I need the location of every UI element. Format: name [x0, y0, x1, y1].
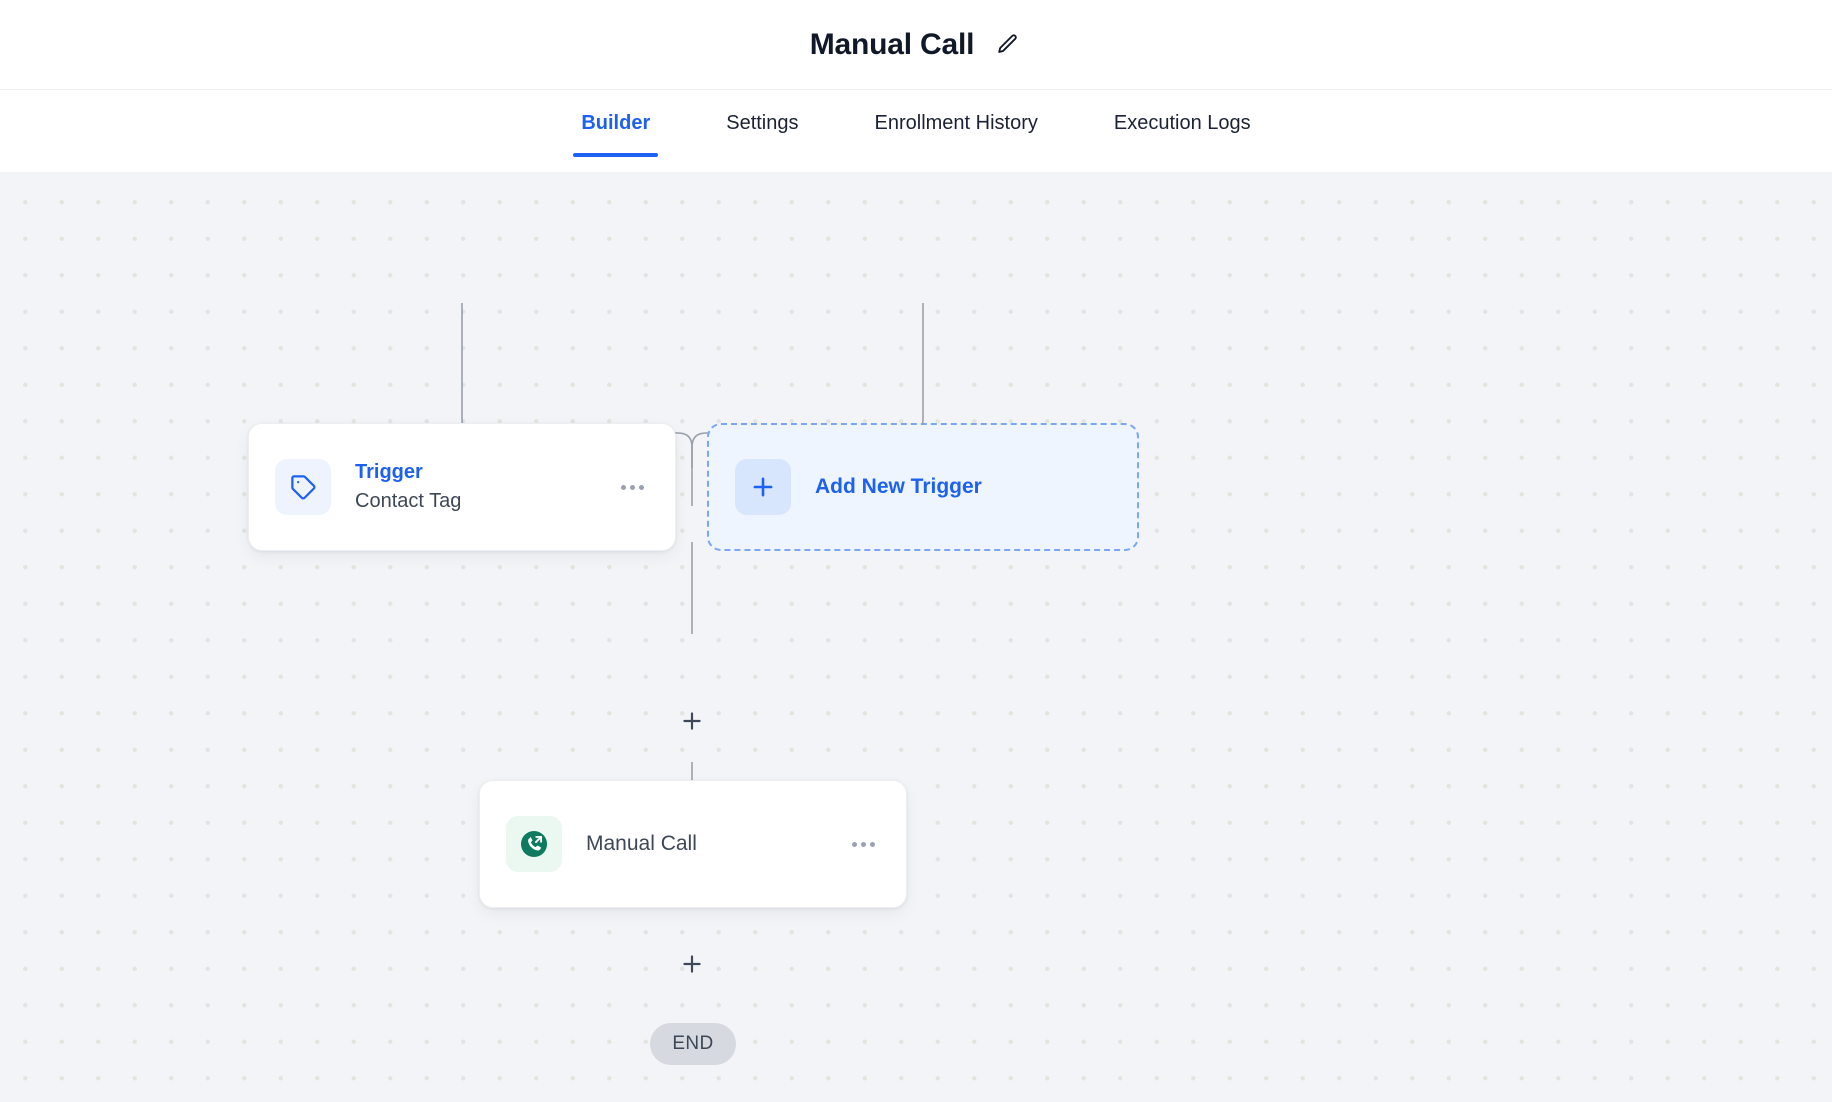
- end-badge: END: [650, 1023, 736, 1065]
- tag-icon: [275, 459, 331, 515]
- dot: [620, 484, 626, 490]
- add-new-trigger-button[interactable]: Add New Trigger: [707, 423, 1139, 551]
- tab-bar: Builder Settings Enrollment History Exec…: [0, 90, 1832, 172]
- tab-settings[interactable]: Settings: [688, 112, 836, 157]
- end-badge-label: END: [672, 1033, 714, 1054]
- more-horizontal-icon[interactable]: [846, 827, 880, 861]
- manual-call-node-label: Manual Call: [586, 832, 697, 855]
- manual-call-node-text: Manual Call: [586, 832, 846, 856]
- page-title: Manual Call: [809, 27, 975, 61]
- tab-enrollment-history[interactable]: Enrollment History: [837, 112, 1076, 157]
- dot: [851, 841, 857, 847]
- page-header: Manual Call: [0, 0, 1832, 90]
- dot: [860, 841, 866, 847]
- manual-call-node[interactable]: Manual Call: [479, 780, 907, 908]
- trigger-node-subtitle: Contact Tag: [355, 490, 462, 512]
- add-step-icon-upper[interactable]: [675, 704, 709, 738]
- add-new-trigger-label: Add New Trigger: [815, 475, 982, 498]
- outgoing-call-icon: [506, 816, 562, 872]
- flow-graph: Trigger Contact Tag Add New Trigger: [0, 172, 1832, 1102]
- tab-execution-logs[interactable]: Execution Logs: [1076, 112, 1289, 157]
- dot: [629, 484, 635, 490]
- add-step-icon-lower[interactable]: [675, 947, 709, 981]
- flow-canvas[interactable]: Trigger Contact Tag Add New Trigger: [0, 172, 1832, 1102]
- trigger-node-text: Trigger Contact Tag: [355, 459, 615, 515]
- more-horizontal-icon[interactable]: [615, 470, 649, 504]
- pencil-icon[interactable]: [992, 30, 1022, 60]
- plus-icon: [735, 459, 791, 515]
- header-title-group: Manual Call: [810, 28, 1023, 62]
- trigger-node[interactable]: Trigger Contact Tag: [248, 423, 676, 551]
- tab-builder[interactable]: Builder: [543, 112, 688, 157]
- connector-lines: [461, 303, 924, 880]
- trigger-node-kicker: Trigger: [355, 461, 423, 483]
- dot: [638, 484, 644, 490]
- dot: [869, 841, 875, 847]
